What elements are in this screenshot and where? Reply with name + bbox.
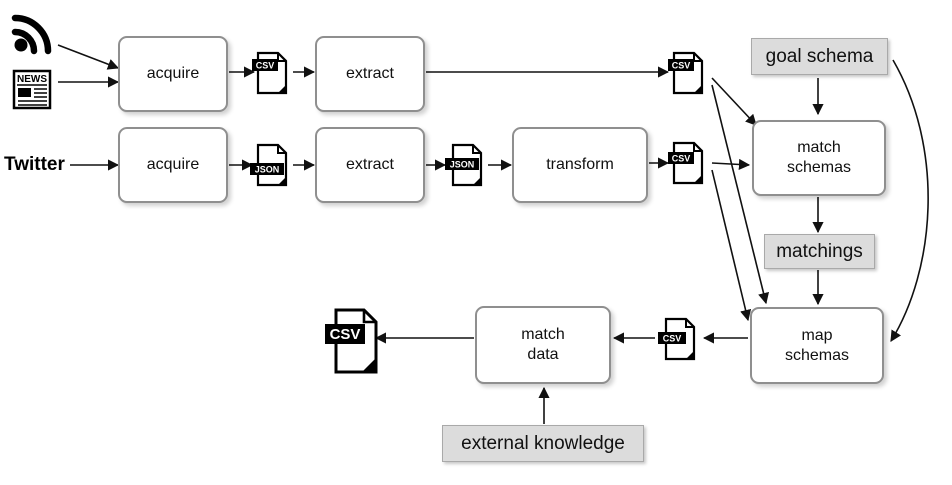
json-file-icon-text: JSON — [450, 160, 475, 170]
csv-file-icon: CSV — [668, 141, 704, 185]
match-data-box-label: match data — [521, 326, 565, 363]
transform-box-label: transform — [546, 156, 614, 173]
arrow-rss-to-acquire — [57, 44, 120, 70]
csv-output-file-icon: CSV — [325, 308, 378, 374]
newspaper-icon-text: NEWS — [17, 74, 47, 85]
map-schemas-box: map schemas — [750, 307, 884, 384]
matchings-tag: matchings — [764, 234, 875, 269]
csv-file-icon: CSV — [668, 51, 704, 95]
extract-box-2-label: extract — [345, 156, 394, 173]
csv-file-icon: CSV — [252, 51, 288, 95]
match-schemas-box: match schemas — [752, 120, 886, 196]
json-file-icon-text: JSON — [255, 165, 280, 175]
acquire-box-2: acquire — [118, 127, 228, 203]
extract-box-1-label: extract — [345, 65, 394, 82]
map-schemas-box-label: map schemas — [784, 326, 850, 364]
match-data-box: match data — [475, 306, 611, 384]
arrow-csv-to-map-schemas — [711, 84, 770, 305]
arrow-goal-schema-to-map-schemas — [890, 59, 929, 342]
arrow-csv2-to-map-schemas — [711, 169, 752, 322]
external-knowledge-tag: external knowledge — [442, 425, 644, 462]
arrow-csv2-to-match-schemas — [711, 158, 751, 171]
csv-file-icon: CSV — [658, 317, 696, 361]
csv-file-icon-text: CSV — [672, 61, 691, 71]
csv-file-icon-text: CSV — [672, 154, 691, 164]
csv-file-icon-text: CSV — [663, 334, 682, 344]
transform-box: transform — [512, 127, 648, 203]
newspaper-icon: NEWS — [12, 69, 52, 110]
acquire-box-2-label: acquire — [146, 156, 200, 173]
rss-feed-icon — [11, 14, 52, 55]
match-schemas-box-label: match schemas — [786, 139, 852, 176]
extract-box-2: extract — [315, 127, 425, 203]
twitter-label: Twitter — [4, 154, 65, 175]
arrow-csv-to-match-schemas — [711, 77, 757, 126]
goal-schema-tag: goal schema — [751, 38, 888, 75]
json-file-icon: JSON — [250, 143, 288, 187]
acquire-box-1-label: acquire — [146, 65, 200, 82]
acquire-box-1: acquire — [118, 36, 228, 112]
csv-file-icon-text: CSV — [256, 61, 275, 71]
json-file-icon: JSON — [445, 143, 483, 187]
csv-output-file-icon-text: CSV — [330, 326, 361, 343]
extract-box-1: extract — [315, 36, 425, 112]
